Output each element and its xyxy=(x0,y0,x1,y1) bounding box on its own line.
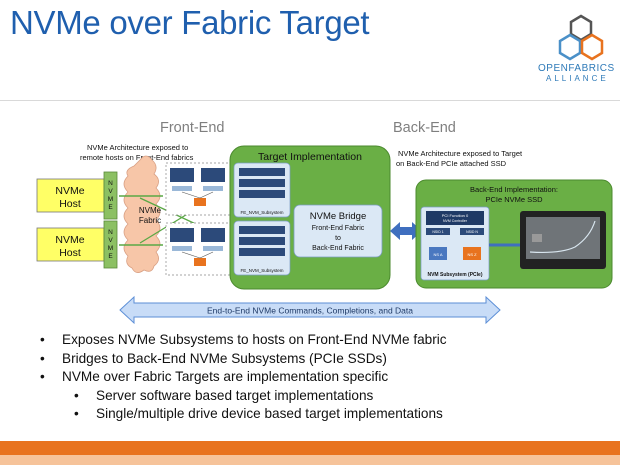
back-end-note-line1: NVMe Architecture exposed to Target xyxy=(398,149,523,158)
back-end-note-line2: on Back-End PCIe attached SSD xyxy=(396,159,507,168)
host-label-line1: NVMe xyxy=(55,185,84,197)
fe-controller-detail xyxy=(203,186,223,191)
host-label-line2: Host xyxy=(59,247,81,259)
host-nvme-port xyxy=(103,171,118,220)
sub-bullet-item: •Server software based target implementa… xyxy=(74,387,374,403)
nsid-label: NSID 1 xyxy=(432,230,443,234)
host-label-line2: Host xyxy=(59,198,81,210)
front-end-label: Front-End xyxy=(160,120,224,136)
target-implementation-title: Target Implementation xyxy=(258,151,362,163)
fe-controller-detail xyxy=(203,246,223,251)
nvm-controller-label: NVM Controller xyxy=(443,219,468,223)
back-end-label: Back-End xyxy=(393,120,456,136)
slide-title: NVMe over Fabric Target xyxy=(10,4,370,41)
fe-nvm-subsystem-label: FE_NVM_Subsystem xyxy=(240,268,283,273)
nvme-bridge-line3: Back-End Fabric xyxy=(312,245,364,252)
namespace-block xyxy=(429,247,447,260)
sub-bullet-text: Server software based target implementat… xyxy=(96,387,374,403)
fe-namespace-block xyxy=(194,198,206,206)
logo-wordmark: OPENFABRICS xyxy=(538,63,615,74)
ssd-graphic-icon xyxy=(529,220,596,254)
nvme-bridge-line1: Front-End Fabric xyxy=(312,225,365,232)
end-to-end-arrow xyxy=(119,295,501,325)
pci-function-block xyxy=(426,211,484,225)
footer-accent-bar xyxy=(0,441,620,455)
nvme-host-box xyxy=(36,227,105,262)
bullet-text: Exposes NVMe Subsystems to hosts on Fron… xyxy=(62,332,447,347)
nsid-label: NSID N xyxy=(466,230,478,234)
sub-bullet-text: Single/multiple drive device based targe… xyxy=(96,406,443,421)
nvme-target-diagram: Front-End Back-End NVMe Architecture exp… xyxy=(36,120,613,325)
namespace-block xyxy=(463,247,481,260)
end-to-end-label: End-to-End NVMe Commands, Completions, a… xyxy=(207,306,413,316)
fe-controller-detail xyxy=(172,186,192,191)
bullet-item: •Exposes NVMe Subsystems to hosts on Fro… xyxy=(40,332,447,347)
fe-controller-block xyxy=(170,228,194,242)
logo-subtext: ALLIANCE xyxy=(546,74,609,83)
nvme-bridge-title: NVMe Bridge xyxy=(310,211,367,222)
nvme-fabric-cloud xyxy=(123,155,161,273)
bullet-text: Bridges to Back-End NVMe Subsystems (PCI… xyxy=(62,350,387,366)
nvm-subsystem-pcie-label: NVM Subsystem (PCIe) xyxy=(427,272,482,278)
backend-link-arrow xyxy=(390,222,422,240)
bullet-item: •NVMe over Fabric Targets are implementa… xyxy=(40,369,389,384)
nsid-block xyxy=(426,228,450,235)
front-end-note-line1: NVMe Architecture exposed to xyxy=(87,143,188,152)
bullet-text: NVMe over Fabric Targets are implementat… xyxy=(62,369,389,384)
fe-namespace-block xyxy=(194,258,206,266)
footer-accent-bar-light xyxy=(0,455,620,465)
openfabrics-logo-icon xyxy=(558,14,604,61)
fe-controller-block xyxy=(170,168,194,182)
fe-nvm-subsystem-label: FE_NVM_Subsystem xyxy=(240,210,283,215)
sub-bullet-item: •Single/multiple drive device based targ… xyxy=(74,406,443,421)
backend-title-line1: Back-End Implementation: xyxy=(470,185,558,194)
fe-controller-block xyxy=(201,168,225,182)
pci-function-label: PCI Function 0 xyxy=(442,213,469,218)
nsid-block xyxy=(460,228,484,235)
bullet-item: •Bridges to Back-End NVMe Subsystems (PC… xyxy=(40,350,387,366)
fe-controller-detail xyxy=(172,246,192,251)
host-nvme-port xyxy=(103,220,118,269)
host-label-line1: NVMe xyxy=(55,234,84,246)
fe-controller-block xyxy=(201,228,225,242)
fabric-label-line1: NVMe xyxy=(139,206,162,215)
header-divider xyxy=(0,100,620,101)
nvme-bridge-line2: to xyxy=(335,235,341,242)
nvme-bridge-box xyxy=(293,204,383,258)
namespace-label: NS Z xyxy=(467,252,477,257)
backend-title-line2: PCIe NVMe SSD xyxy=(485,195,543,204)
front-end-note-line2: remote hosts on Front-End fabrics xyxy=(80,153,194,162)
fabric-label-line2: Fabric xyxy=(139,216,161,225)
bullet-list: •Exposes NVMe Subsystems to hosts on Fro… xyxy=(40,331,600,424)
namespace-label: NS A xyxy=(433,252,442,257)
